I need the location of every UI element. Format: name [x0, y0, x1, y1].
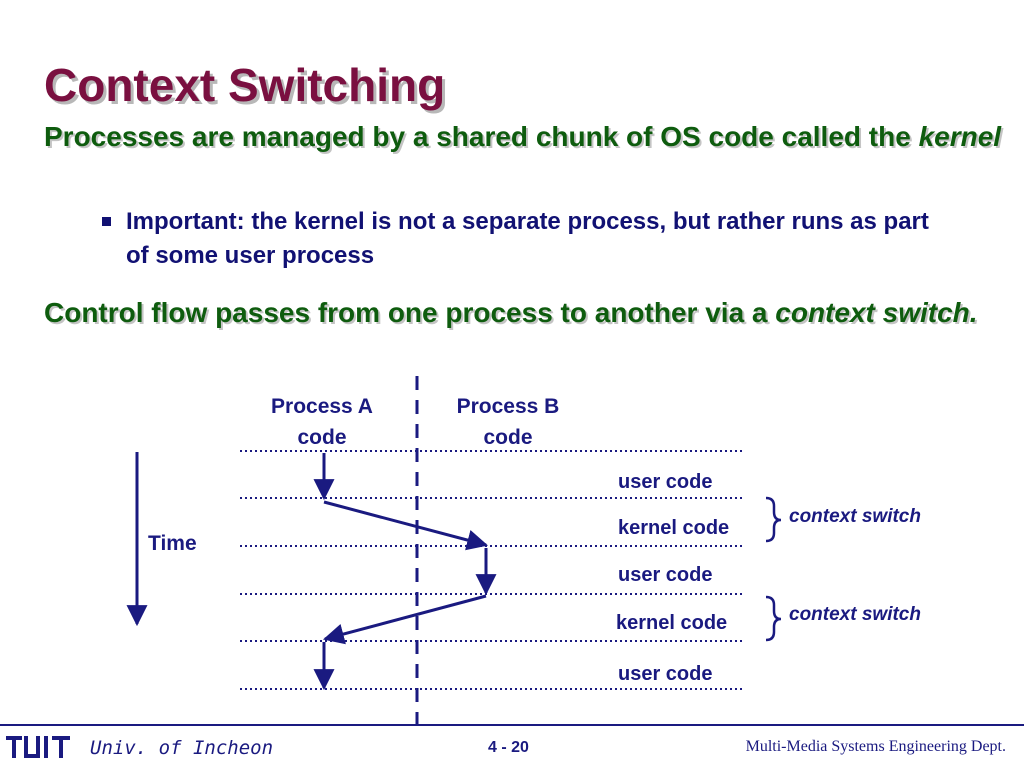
context-switch-label: context switch — [789, 604, 921, 625]
row-label: user code — [618, 471, 712, 493]
flow-segment-switch-to-a — [322, 594, 487, 645]
bullet-control-flow: Control flow passes from one process to … — [44, 294, 1018, 332]
square-bullet-icon — [102, 217, 111, 226]
control-flow-path — [313, 453, 497, 691]
page-number: 4 - 20 — [488, 739, 529, 756]
bullet-control-flow-text: Control flow passes from one process to … — [44, 297, 776, 328]
process-b-label-line2: code — [483, 426, 532, 449]
context-switch-label: context switch — [789, 506, 921, 527]
row-label: kernel code — [616, 612, 727, 634]
row-label: user code — [618, 663, 712, 685]
process-b-label: Process B — [457, 395, 560, 418]
footer-rule — [0, 724, 1024, 726]
context-switch-diagram: Process A code Process B code Time user … — [126, 376, 921, 724]
bullet-kernel: Processes are managed by a shared chunk … — [44, 118, 1018, 156]
row-label: user code — [618, 564, 712, 586]
brace-icon — [765, 595, 782, 642]
footer-organization: Univ. of Incheon — [90, 737, 274, 759]
bullet-kernel-emphasis: kernel — [918, 121, 1002, 152]
bullet-control-flow-emphasis: context switch. — [775, 297, 978, 328]
bullet-kernel-text: Processes are managed by a shared chunk … — [44, 121, 919, 152]
sub-bullet-text: Important: the kernel is not a separate … — [126, 208, 929, 269]
flow-segment-switch-to-b — [323, 500, 489, 551]
brace-icon — [765, 496, 782, 543]
row-label: kernel code — [618, 517, 729, 539]
slide-title: Context Switching — [44, 59, 446, 111]
time-label: Time — [148, 532, 197, 555]
process-a-label: Process A — [271, 395, 373, 418]
sub-bullet-important: Important: the kernel is not a separate … — [100, 205, 946, 273]
university-logo — [6, 736, 70, 758]
process-a-label-line2: code — [297, 426, 346, 449]
footer-department: Multi-Media Systems Engineering Dept. — [745, 738, 1006, 755]
